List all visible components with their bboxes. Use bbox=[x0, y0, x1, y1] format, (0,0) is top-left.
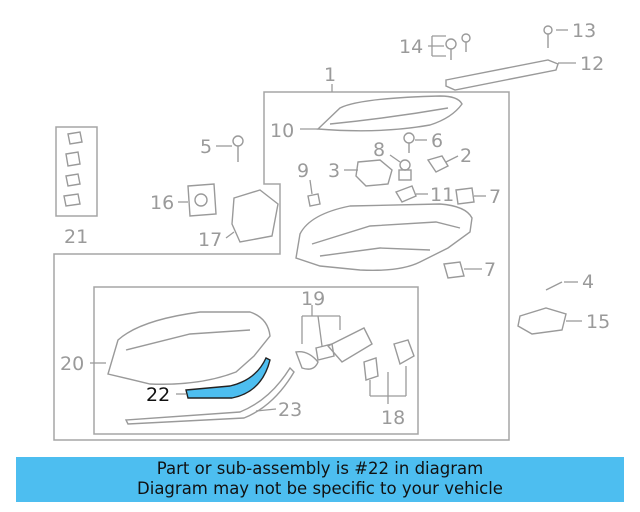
part-22-highlighted bbox=[185, 357, 271, 399]
label-17: 17 bbox=[198, 229, 222, 251]
part-7-connector-upper bbox=[455, 187, 475, 205]
label-22: 22 bbox=[146, 384, 170, 406]
part-11-bulb bbox=[394, 185, 417, 203]
label-11: 11 bbox=[430, 184, 454, 206]
label-14: 14 bbox=[399, 36, 423, 58]
leader-lines bbox=[90, 29, 582, 412]
headlamp-subassembly-box bbox=[93, 286, 419, 435]
part-14-bolts bbox=[445, 33, 471, 60]
headlamp-assembly-outline bbox=[53, 91, 510, 441]
label-4: 4 bbox=[582, 271, 594, 293]
part-12-bracket bbox=[445, 59, 559, 91]
part-4-bolt bbox=[545, 281, 563, 291]
part-15-module bbox=[517, 307, 567, 335]
info-banner: Part or sub-assembly is #22 in diagram D… bbox=[16, 457, 624, 502]
label-1: 1 bbox=[324, 64, 336, 86]
part-17-housing bbox=[231, 189, 279, 243]
part-6-screw bbox=[403, 132, 415, 153]
part-8-socket bbox=[398, 159, 412, 181]
part-3-actuator bbox=[355, 159, 393, 187]
part-23-trim-strip bbox=[124, 366, 295, 425]
part-7-connector-lower bbox=[443, 261, 465, 279]
label-13: 13 bbox=[572, 20, 596, 42]
label-6: 6 bbox=[431, 130, 443, 152]
label-7-lower: 7 bbox=[484, 259, 496, 281]
part-21-clips bbox=[63, 131, 83, 207]
part-16-module bbox=[187, 183, 217, 217]
label-18: 18 bbox=[381, 407, 405, 429]
part-5-bolt bbox=[232, 135, 244, 162]
label-15: 15 bbox=[586, 311, 610, 333]
part-13-bolt bbox=[543, 25, 553, 48]
part-1-headlamp bbox=[295, 203, 473, 272]
label-8: 8 bbox=[373, 139, 385, 161]
part-9-clip bbox=[307, 193, 321, 207]
label-23: 23 bbox=[278, 399, 302, 421]
label-10: 10 bbox=[270, 120, 294, 142]
label-20: 20 bbox=[60, 353, 84, 375]
label-21: 21 bbox=[64, 226, 88, 248]
part-20-lamp-unit bbox=[107, 311, 271, 385]
label-3: 3 bbox=[328, 160, 340, 182]
part-10-trim-strip bbox=[316, 95, 463, 132]
part-2-cap bbox=[426, 155, 449, 173]
label-16: 16 bbox=[150, 192, 174, 214]
part-18-bulb-set bbox=[363, 357, 379, 381]
label-7-upper: 7 bbox=[489, 186, 501, 208]
banner-line-1: Part or sub-assembly is #22 in diagram bbox=[156, 459, 484, 478]
banner-line-2: Diagram may not be specific to your vehi… bbox=[137, 479, 503, 498]
label-9: 9 bbox=[297, 160, 309, 182]
part-19-seals bbox=[295, 351, 319, 370]
label-2: 2 bbox=[460, 145, 472, 167]
label-5: 5 bbox=[200, 136, 212, 158]
clips-kit-box bbox=[55, 126, 98, 217]
label-19: 19 bbox=[301, 288, 325, 310]
label-12: 12 bbox=[580, 53, 604, 75]
